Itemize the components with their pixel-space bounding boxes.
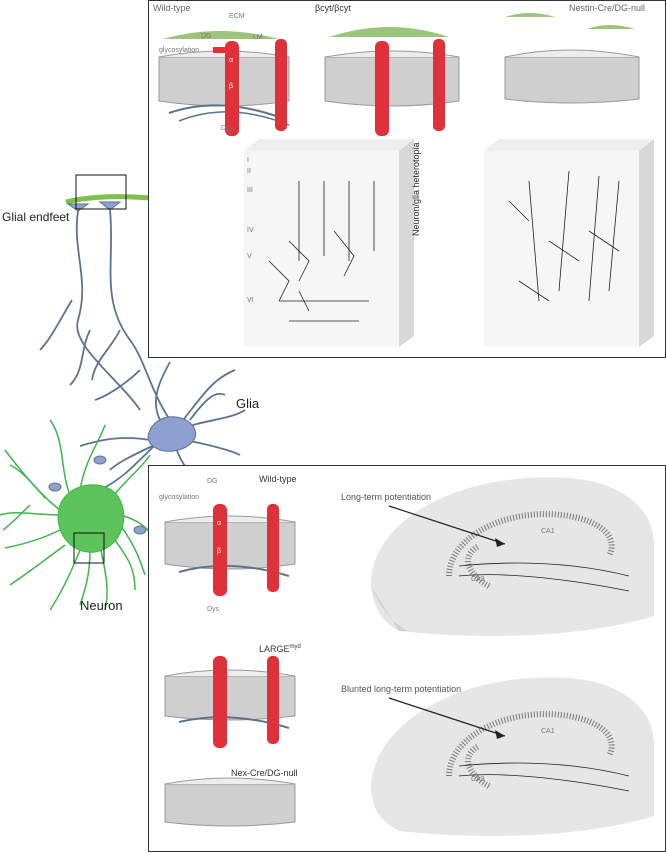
top-panel-drawing	[158, 13, 654, 347]
layer-II: II	[247, 168, 251, 175]
ca1-label-bottom: CA1	[541, 728, 555, 735]
large-superscript: myd	[289, 644, 301, 650]
endfeet-zoom-box	[75, 174, 127, 210]
ca3-label-top: CA3	[471, 576, 485, 583]
basement-membrane-band	[65, 194, 151, 205]
neuron-cell-body	[57, 484, 125, 553]
alpha-label: α	[229, 57, 234, 64]
top-condition-wild-type: Wild-type	[153, 3, 191, 13]
cortex-block-heterotopia	[484, 139, 654, 347]
lm-label: LM	[253, 34, 263, 41]
membrane-nestin-null	[504, 13, 640, 104]
bottom-alpha-label: α	[217, 520, 222, 527]
layer-V: V	[247, 253, 252, 260]
ca3-label-bottom: CA3	[471, 776, 485, 783]
blunted-ltp-label: Blunted long-term potentiation	[341, 684, 462, 694]
membrane-wild-type	[158, 31, 290, 126]
glycosylation-label: glycosylation	[159, 47, 200, 54]
neuron-zoom-box	[73, 532, 105, 564]
top-condition-nestin: Nestin-Cre/DG-null	[569, 3, 646, 13]
ltp-arrow-top	[388, 505, 506, 545]
layer-I: I	[247, 157, 249, 164]
layer-VI: VI	[247, 297, 254, 304]
bottom-condition-wild-type: Wild-type	[259, 474, 297, 484]
dys-label: Dys	[221, 125, 234, 132]
beta-label: β	[229, 83, 234, 90]
ca1-label-top: CA1	[541, 528, 555, 535]
dg-label: DG	[201, 33, 212, 40]
hippocampus-mutant	[370, 677, 654, 836]
ltp-label: Long-term potentiation	[341, 492, 432, 502]
ecm-label: ECM	[229, 13, 245, 20]
hippocampus-wild-type	[370, 477, 654, 636]
bottom-dg-label: DG	[207, 478, 218, 485]
layer-III: III	[247, 187, 253, 194]
glial-endfeet-label: Glial endfeet	[2, 210, 70, 224]
membrane-bottom-wild-type	[164, 515, 296, 577]
ltp-arrow-bottom	[388, 697, 506, 737]
membrane-bottom-nex	[164, 777, 296, 827]
top-panel: Wild-type βcyt/βcyt Nestin-Cre/DG-null E…	[148, 0, 666, 358]
bottom-glycosylation-label: glycosylation	[159, 494, 200, 501]
layer-IV: IV	[247, 227, 254, 234]
endfoot-left	[66, 203, 90, 212]
bottom-panel: DG glycosylation α β Dys Wild-type LARGE…	[148, 465, 666, 852]
bottom-condition-nex: Nex-Cre/DG-null	[231, 768, 298, 778]
top-condition-bcyt: βcyt/βcyt	[315, 3, 351, 13]
endfoot-right	[98, 201, 122, 211]
large-label: LARGE	[259, 644, 290, 654]
bottom-beta-label: β	[217, 548, 222, 555]
bottom-dys-label: Dys	[207, 606, 220, 613]
neuron-label: Neuron	[80, 598, 123, 613]
glia-cell-body	[147, 416, 197, 452]
bottom-condition-large: LARGEmyd	[259, 644, 301, 654]
heterotopia-label: Neuron/glia heterotopia	[411, 142, 421, 236]
bottom-panel-drawing	[164, 477, 654, 836]
cortex-block-wild-type	[244, 139, 414, 347]
glia-label: Glia	[236, 396, 260, 411]
